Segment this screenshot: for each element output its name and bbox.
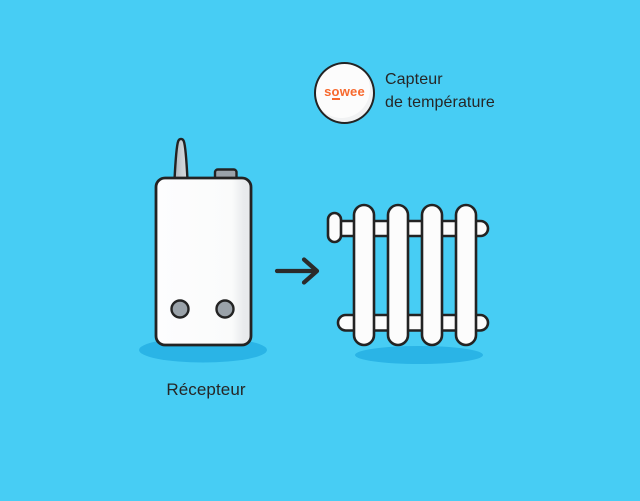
receiver-knob-left (170, 299, 190, 319)
radiator-illustration (326, 203, 490, 364)
receiver-illustration (139, 137, 267, 363)
radiator-fin-1 (352, 203, 376, 347)
sowee-logo-s: s (324, 84, 332, 99)
temperature-sensor-label: Capteur de température (385, 69, 495, 114)
receiver-body (154, 176, 253, 347)
radiator-bottom-pipe (336, 313, 490, 332)
radiator-fin-4 (454, 203, 478, 347)
temperature-sensor-label-line2: de température (385, 93, 495, 111)
receiver-antenna (173, 137, 189, 182)
radiator-shadow (355, 346, 483, 364)
receiver-knob-right (215, 299, 235, 319)
radiator-valve (326, 211, 343, 244)
receiver-label: Récepteur (166, 380, 246, 399)
sowee-logo-wee: wee (339, 84, 365, 99)
radiator-fin-2 (386, 203, 410, 347)
arrow-right-icon (274, 257, 320, 285)
sowee-logo-o-underlined: o (331, 84, 340, 100)
radiator-fin-3 (420, 203, 444, 347)
sowee-logo-badge: sowee (314, 62, 375, 124)
sowee-logo-text: sowee (324, 84, 365, 100)
temperature-sensor-label-line1: Capteur (385, 71, 443, 88)
